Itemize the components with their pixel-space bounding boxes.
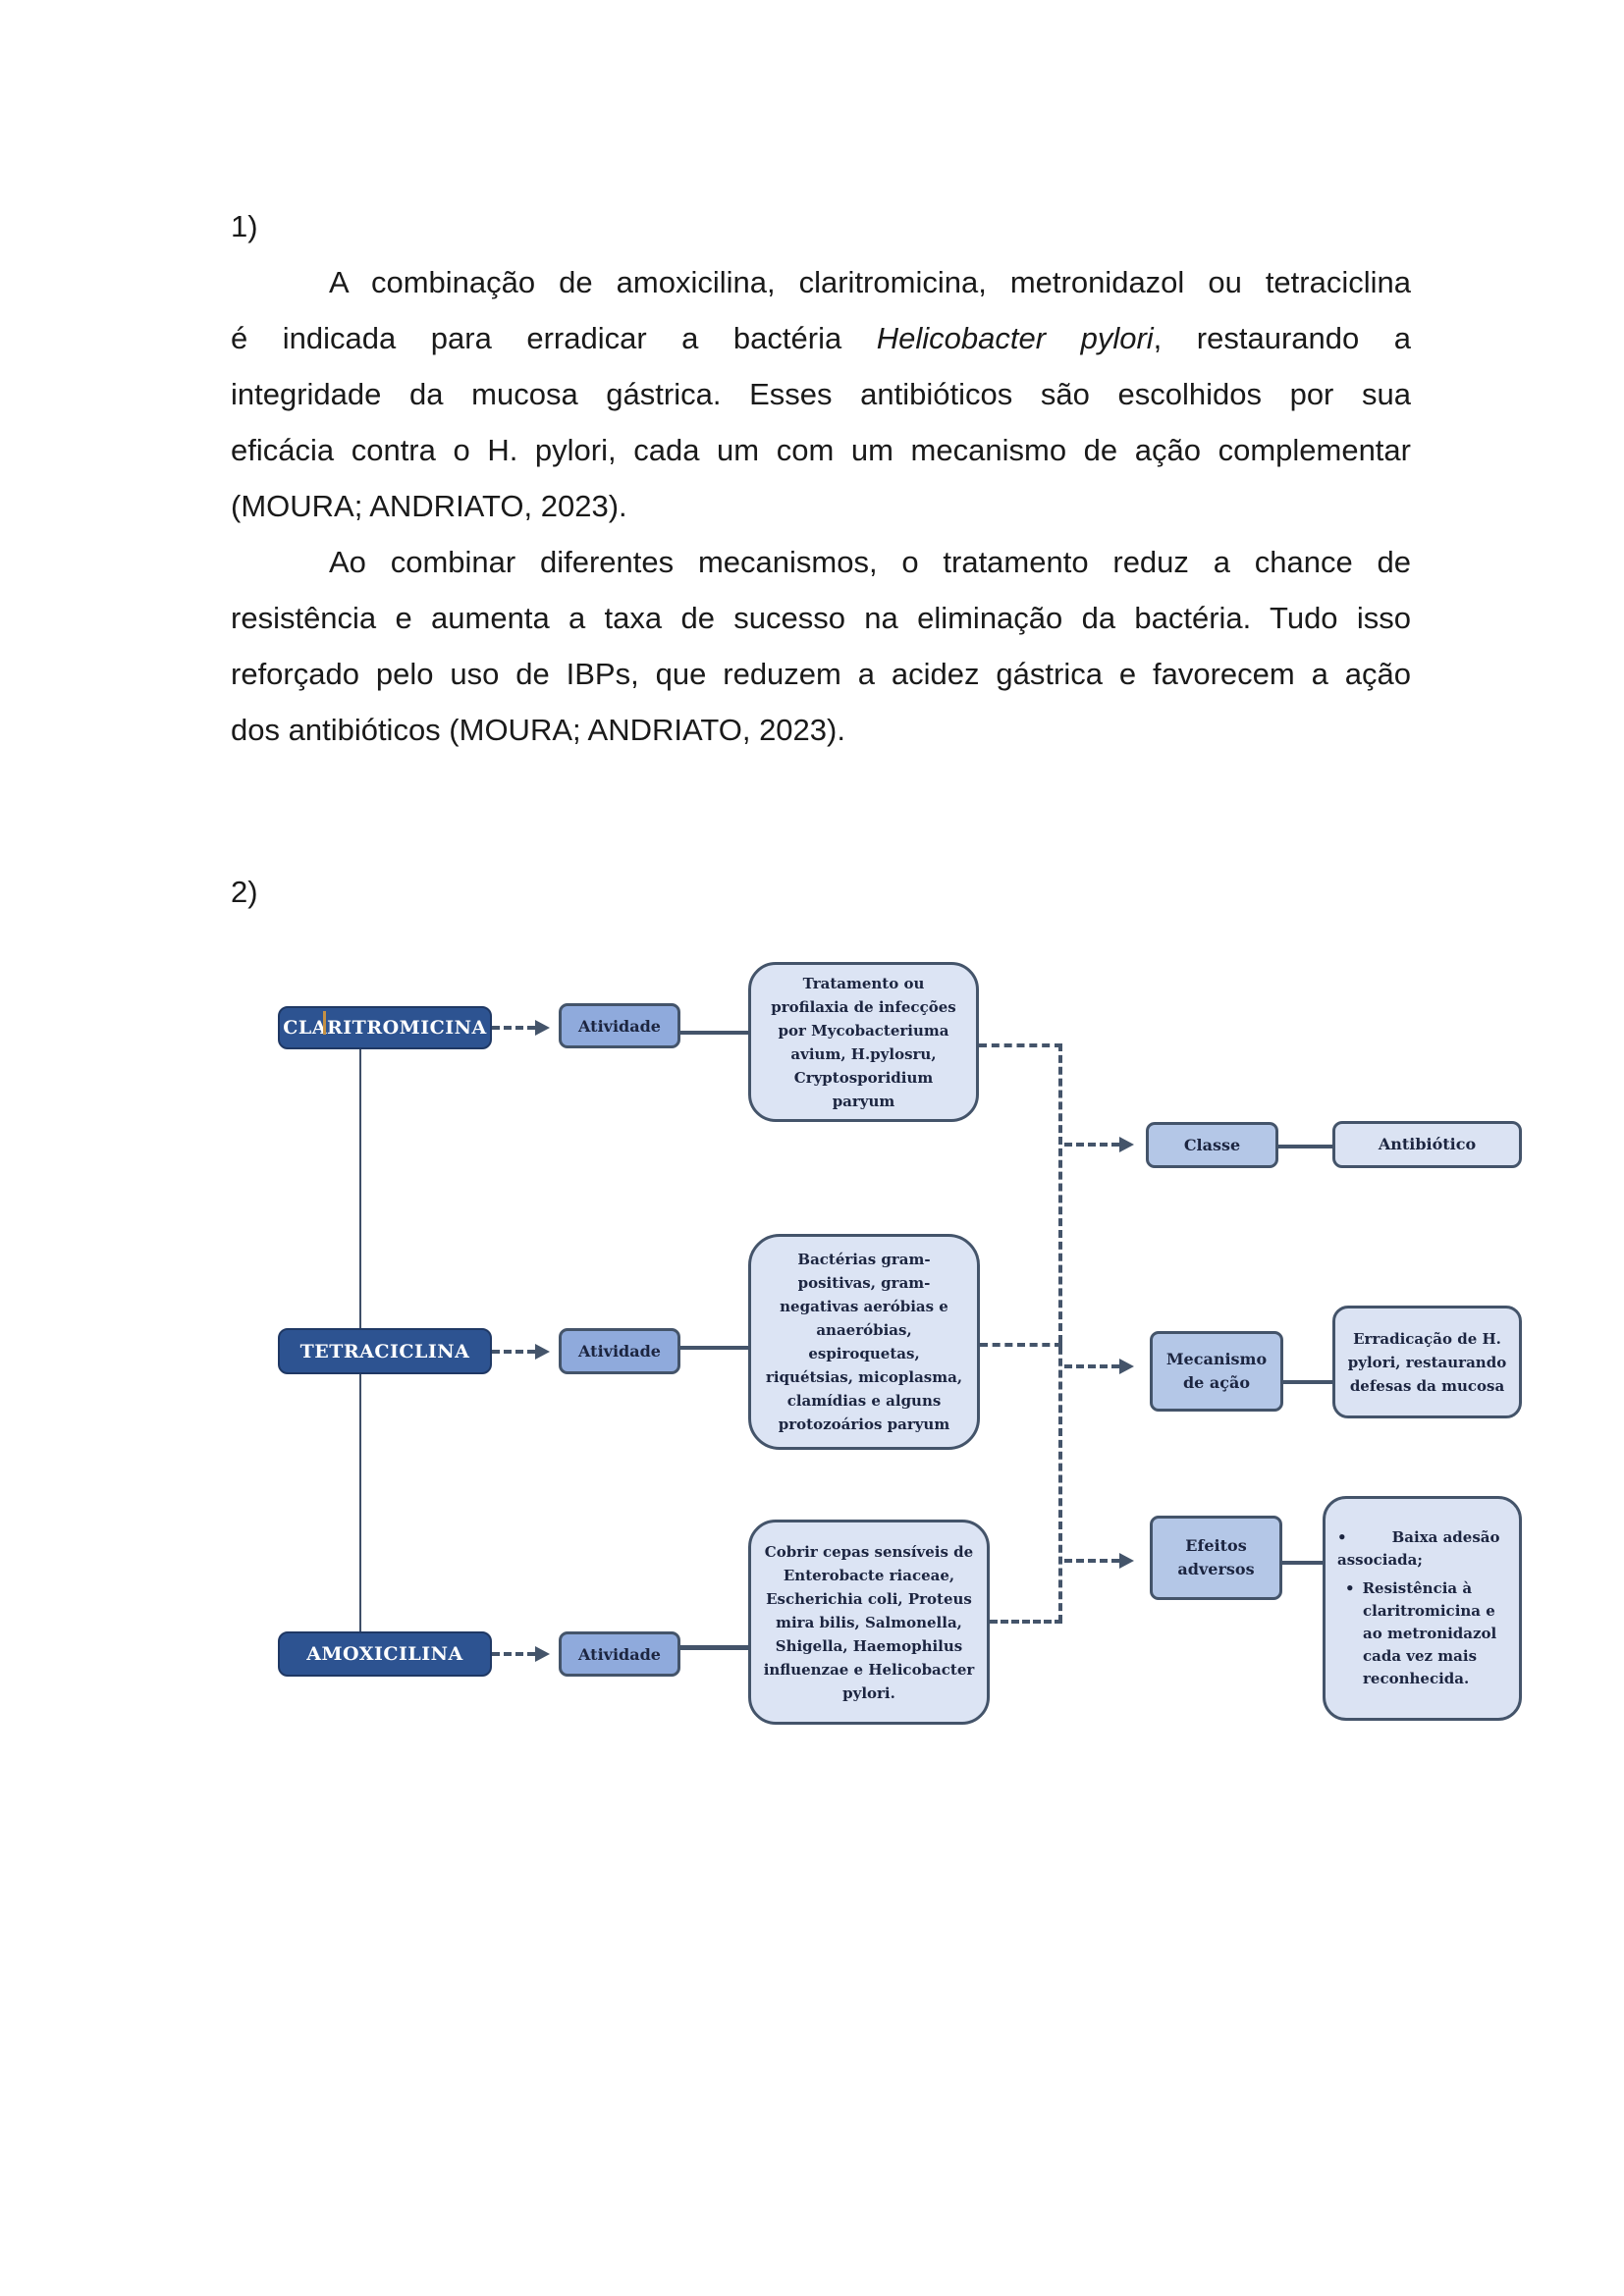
class-value-box: Antibiótico: [1332, 1121, 1522, 1168]
activity-detail-tetraciclina: Bactérias gram-positivas, gram-negativas…: [748, 1234, 980, 1450]
arrowhead-right-icon: [535, 1646, 550, 1662]
paragraph1-line2-pre: é indicada para erradicar a bactéria: [231, 321, 877, 355]
mechanism-value: Erradicação de H. pylori, restaurando de…: [1347, 1329, 1507, 1395]
arrowhead-right-icon: [1119, 1553, 1134, 1569]
arrowhead-right-icon: [535, 1020, 550, 1036]
activity-box-2: Atividade: [559, 1328, 680, 1374]
connector-dashed: [492, 1026, 535, 1030]
adverse-item-2: • Resistência à claritromicina e ao metro…: [1337, 1577, 1509, 1690]
list-number-1: 1): [231, 209, 258, 243]
class-value: Antibiótico: [1378, 1135, 1477, 1153]
arrowhead-right-icon: [535, 1344, 550, 1360]
class-label: Classe: [1183, 1135, 1241, 1154]
activity-detail-claritromicina: Tratamento ou profilaxia de infecções po…: [748, 962, 979, 1122]
paragraph1-line3: integridade da mucosa gástrica. Esses an…: [231, 377, 1411, 411]
arrowhead-right-icon: [1119, 1137, 1134, 1152]
adverse-item-text: Baixa adesão associada;: [1337, 1528, 1500, 1569]
activity-label: Atividade: [578, 1342, 661, 1361]
paragraph2-line3: reforçado pelo uso de IBPs, que reduzem …: [231, 657, 1411, 691]
activity-detail-amoxicilina: Cobrir cepas sensíveis de Enterobacte ri…: [748, 1520, 990, 1725]
connector-dashed-trunk: [1058, 1043, 1062, 1623]
connector-solid: [1283, 1380, 1332, 1384]
paragraph2-line1: Ao combinar diferentes mecanismos, o tra…: [329, 545, 1411, 579]
essay-text-block: 1) A combinação de amoxicilina, claritro…: [231, 198, 1411, 758]
connector-solid: [1278, 1145, 1332, 1148]
connector-solid: [680, 1346, 748, 1350]
drug-label: TETRACICLINA: [299, 1340, 470, 1362]
mechanism-value-box: Erradicação de H. pylori, restaurando de…: [1332, 1306, 1522, 1418]
activity-detail-text: Cobrir cepas sensíveis de Enterobacte ri…: [763, 1542, 975, 1702]
drug-box-amoxicilina: AMOXICILINA: [278, 1631, 492, 1677]
species-name-italic: Helicobacter pylori: [876, 321, 1154, 355]
activity-label: Atividade: [578, 1016, 661, 1036]
paragraph1-line4: eficácia contra o H. pylori, cada um com…: [231, 433, 1411, 467]
drug-box-claritromicina: CLARITROMICINA: [278, 1006, 492, 1049]
class-label-box: Classe: [1146, 1122, 1278, 1168]
activity-detail-text: Tratamento ou profilaxia de infecções po…: [771, 974, 956, 1110]
connector-dashed: [492, 1652, 535, 1656]
arrowhead-right-icon: [1119, 1359, 1134, 1374]
paragraph2-line2: resistência e aumenta a taxa de sucesso …: [231, 601, 1411, 635]
connector-dashed: [980, 1343, 1062, 1347]
connector-dashed: [1064, 1364, 1119, 1368]
drug-label: AMOXICILINA: [306, 1643, 463, 1665]
adverse-item-text: Resistência à claritromicina e ao metron…: [1362, 1579, 1497, 1687]
activity-detail-text: Bactérias gram-positivas, gram-negativas…: [765, 1251, 963, 1433]
adverse-label-box: Efeitos adversos: [1150, 1516, 1282, 1600]
bullet-icon: •: [1337, 1528, 1347, 1546]
bullet-icon: •: [1345, 1579, 1355, 1597]
text-cursor-caret: [323, 1011, 326, 1035]
drug-box-tetraciclina: TETRACICLINA: [278, 1328, 492, 1374]
paragraph1-line2-post: , restaurando a: [1153, 321, 1411, 355]
list-number-2: 2): [231, 875, 258, 909]
connector-solid: [680, 1031, 748, 1035]
connector-dashed: [990, 1620, 1062, 1624]
activity-label: Atividade: [578, 1644, 661, 1664]
paragraph1-line2: é indicada para erradicar a bactéria Hel…: [231, 310, 1411, 366]
connector-dashed: [979, 1043, 1062, 1047]
connector-dashed: [492, 1350, 535, 1354]
activity-box-3: Atividade: [559, 1631, 680, 1677]
connector-solid: [680, 1645, 748, 1650]
adverse-value-box: •Baixa adesão associada; •Resistência à …: [1323, 1496, 1522, 1721]
activity-box-1: Atividade: [559, 1003, 680, 1048]
connector-solid: [1282, 1561, 1323, 1565]
connector-dashed: [1064, 1559, 1119, 1563]
paragraph1-line1: A combinação de amoxicilina, claritromic…: [329, 265, 1411, 299]
connector-dashed: [1064, 1143, 1119, 1147]
adverse-item-1: •Baixa adesão associada;: [1337, 1526, 1509, 1572]
paragraph1-line5-citation: (MOURA; ANDRIATO, 2023).: [231, 489, 627, 523]
mechanism-label: Mecanismo de ação: [1165, 1350, 1268, 1392]
mechanism-label-box: Mecanismo de ação: [1150, 1331, 1283, 1412]
paragraph2-line4-citation: dos antibióticos (MOURA; ANDRIATO, 2023)…: [231, 713, 845, 747]
adverse-label: Efeitos adversos: [1177, 1536, 1255, 1578]
drug-label: CLARITROMICINA: [283, 1017, 487, 1039]
